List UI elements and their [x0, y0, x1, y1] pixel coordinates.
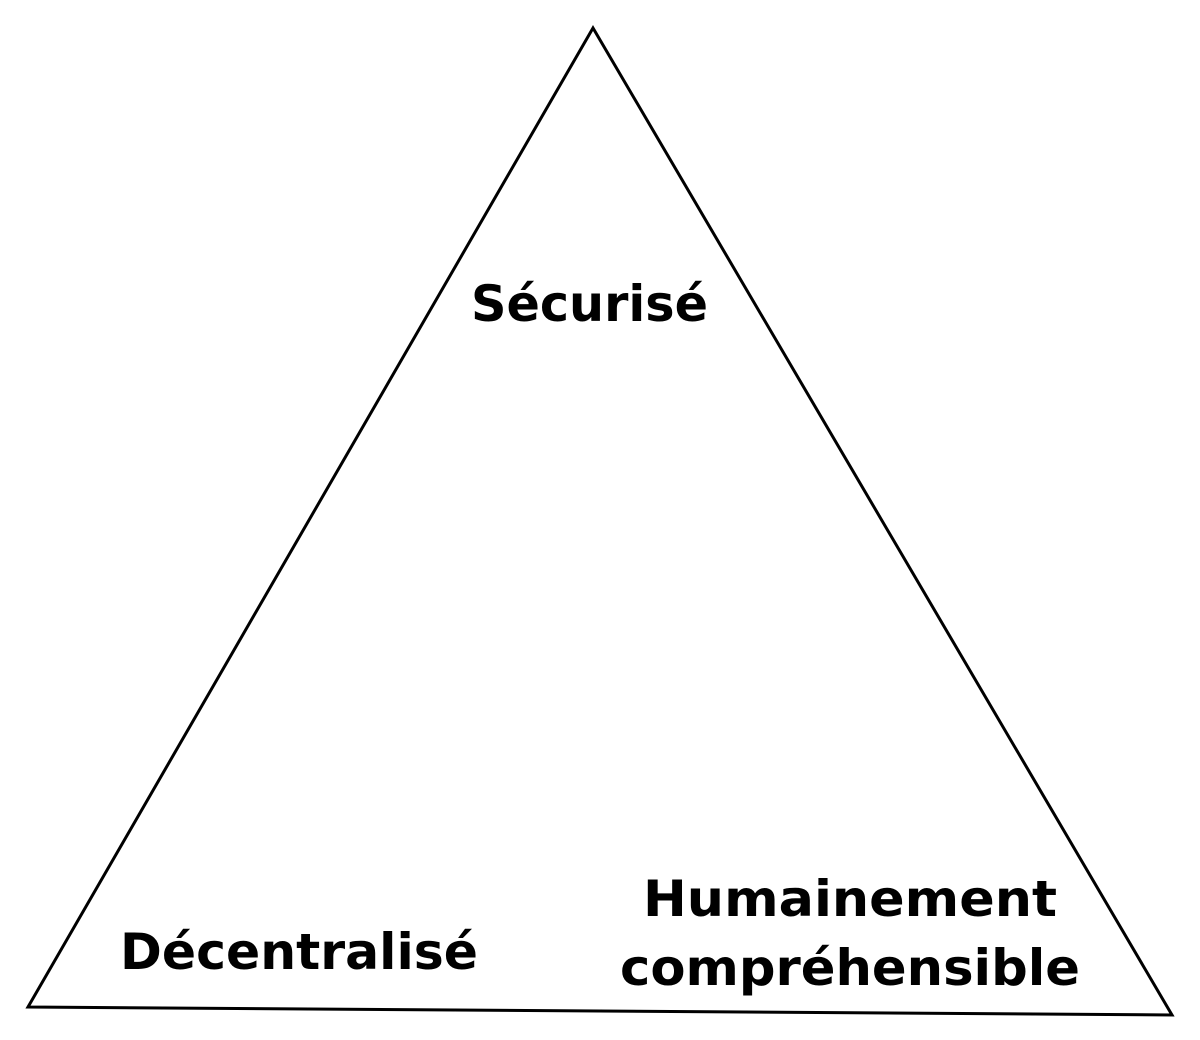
label-human-readable-line1: Humainement: [643, 870, 1057, 928]
label-decentralized: Décentralisé: [120, 923, 478, 981]
label-human-readable-line2: compréhensible: [620, 939, 1080, 997]
label-secure: Sécurisé: [471, 275, 708, 333]
triangle-outline: [25, 25, 1175, 1017]
